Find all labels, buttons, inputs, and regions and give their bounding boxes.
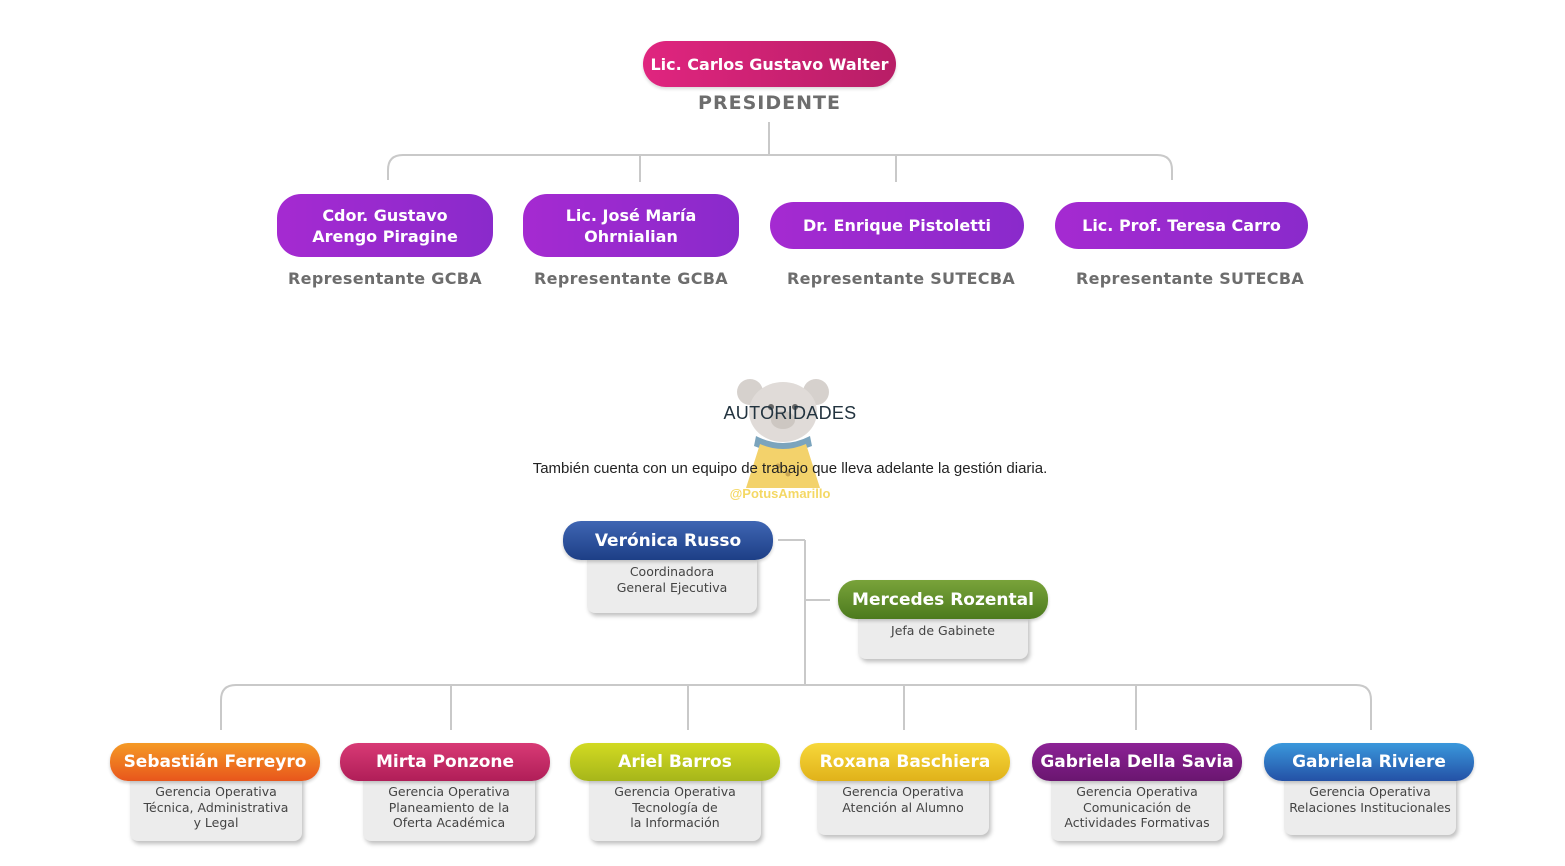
coordinator-card: Coordinadora General Ejecutiva <box>587 558 757 613</box>
teddy-bear-mascot-icon <box>737 379 829 488</box>
board-member-2-pill: Lic. José María Ohrnialian <box>523 194 739 257</box>
president-name: Lic. Carlos Gustavo Walter <box>650 54 889 74</box>
board-member-2-name-line2: Ohrnialian <box>584 226 678 246</box>
coordinator-desc-line1: Coordinadora <box>629 564 715 579</box>
manager-1-desc-line3: y Legal <box>193 815 239 830</box>
manager-4-desc-line1: Gerencia Operativa <box>842 784 964 799</box>
manager-5-desc-line2: Comunicación de <box>1083 799 1191 815</box>
manager-3-name-pill: Ariel Barros <box>570 743 780 781</box>
cabinet-name-pill: Mercedes Rozental <box>838 580 1048 619</box>
manager-3-desc-line1: Gerencia Operativa <box>614 784 736 799</box>
manager-6-name: Gabriela Riviere <box>1292 752 1446 772</box>
manager-2-card: Gerencia Operativa Planeamiento de la Of… <box>363 778 535 841</box>
board-member-3-name: Dr. Enrique Pistoletti <box>803 216 991 235</box>
manager-5-desc-line3: Actividades Formativas <box>1064 815 1210 830</box>
president-name-pill: Lic. Carlos Gustavo Walter <box>643 41 896 87</box>
manager-2-desc-line2: Planeamiento de la <box>388 799 510 815</box>
cabinet-name: Mercedes Rozental <box>852 589 1034 610</box>
coordinator-name-pill: Verónica Russo <box>563 521 773 560</box>
manager-1-desc-line1: Gerencia Operativa <box>155 784 277 799</box>
manager-1-card: Gerencia Operativa Técnica, Administrati… <box>130 778 302 841</box>
board-member-1-name-line1: Cdor. Gustavo <box>322 205 448 225</box>
manager-5-name: Gabriela Della Savia <box>1040 752 1234 772</box>
board-member-2-role: Representante GCBA <box>534 269 728 288</box>
president-role: PRESIDENTE <box>698 92 841 114</box>
board-member-3-role: Representante SUTECBA <box>786 269 1016 288</box>
manager-6-desc-line2: Relaciones Institucionales <box>1289 799 1451 815</box>
board-member-1-role: Representante GCBA <box>288 269 482 288</box>
manager-2-desc-line3: Oferta Académica <box>392 815 506 830</box>
board-member-3-pill: Dr. Enrique Pistoletti <box>770 202 1024 249</box>
manager-3-name: Ariel Barros <box>618 752 732 772</box>
manager-6-desc-line1: Gerencia Operativa <box>1309 784 1431 799</box>
manager-3-desc-line3: la Información <box>630 815 720 830</box>
cabinet-card: Jefa de Gabinete <box>858 617 1028 659</box>
manager-1-name-pill: Sebastián Ferreyro <box>110 743 320 781</box>
board-member-1-name-line2: Arengo Piragine <box>312 226 458 246</box>
manager-3-desc-line2: Tecnología de <box>632 799 718 815</box>
board-member-4-pill: Lic. Prof. Teresa Carro <box>1055 202 1308 249</box>
cabinet-desc-line1: Jefa de Gabinete <box>891 623 995 638</box>
manager-5-card: Gerencia Operativa Comunicación de Activ… <box>1051 778 1223 841</box>
coordinator-name: Verónica Russo <box>594 530 742 551</box>
manager-4-name: Roxana Baschiera <box>819 752 991 772</box>
manager-2-desc-line1: Gerencia Operativa <box>388 784 510 799</box>
manager-2-name: Mirta Ponzone <box>375 752 515 772</box>
section-subtitle: También cuenta con un equipo de trabajo … <box>532 460 1048 477</box>
manager-4-desc-line2: Atención al Alumno <box>842 799 964 815</box>
manager-2-name-pill: Mirta Ponzone <box>340 743 550 781</box>
coordinator-desc-line2: General Ejecutiva <box>616 579 728 595</box>
board-member-1-pill: Cdor. Gustavo Arengo Piragine <box>277 194 493 257</box>
manager-6-card: Gerencia Operativa Relaciones Institucio… <box>1284 778 1456 835</box>
section-title: AUTORIDADES <box>723 403 857 423</box>
manager-6-name-pill: Gabriela Riviere <box>1264 743 1474 781</box>
connector-managers-bar <box>220 684 1372 730</box>
board-member-2-name-line1: Lic. José María <box>565 205 697 225</box>
manager-5-name-pill: Gabriela Della Savia <box>1032 743 1242 781</box>
manager-4-card: Gerencia Operativa Atención al Alumno <box>817 778 989 835</box>
manager-1-name: Sebastián Ferreyro <box>123 752 307 772</box>
manager-4-name-pill: Roxana Baschiera <box>800 743 1010 781</box>
board-member-4-role: Representante SUTECBA <box>1075 269 1305 288</box>
board-member-4-name: Lic. Prof. Teresa Carro <box>1082 216 1281 235</box>
manager-3-card: Gerencia Operativa Tecnología de la Info… <box>589 778 761 841</box>
watermark-text: @PotusAmarillo <box>729 486 831 501</box>
manager-5-desc-line1: Gerencia Operativa <box>1076 784 1198 799</box>
manager-1-desc-line2: Técnica, Administrativa <box>143 799 289 815</box>
connector-board-bar <box>387 154 1173 180</box>
